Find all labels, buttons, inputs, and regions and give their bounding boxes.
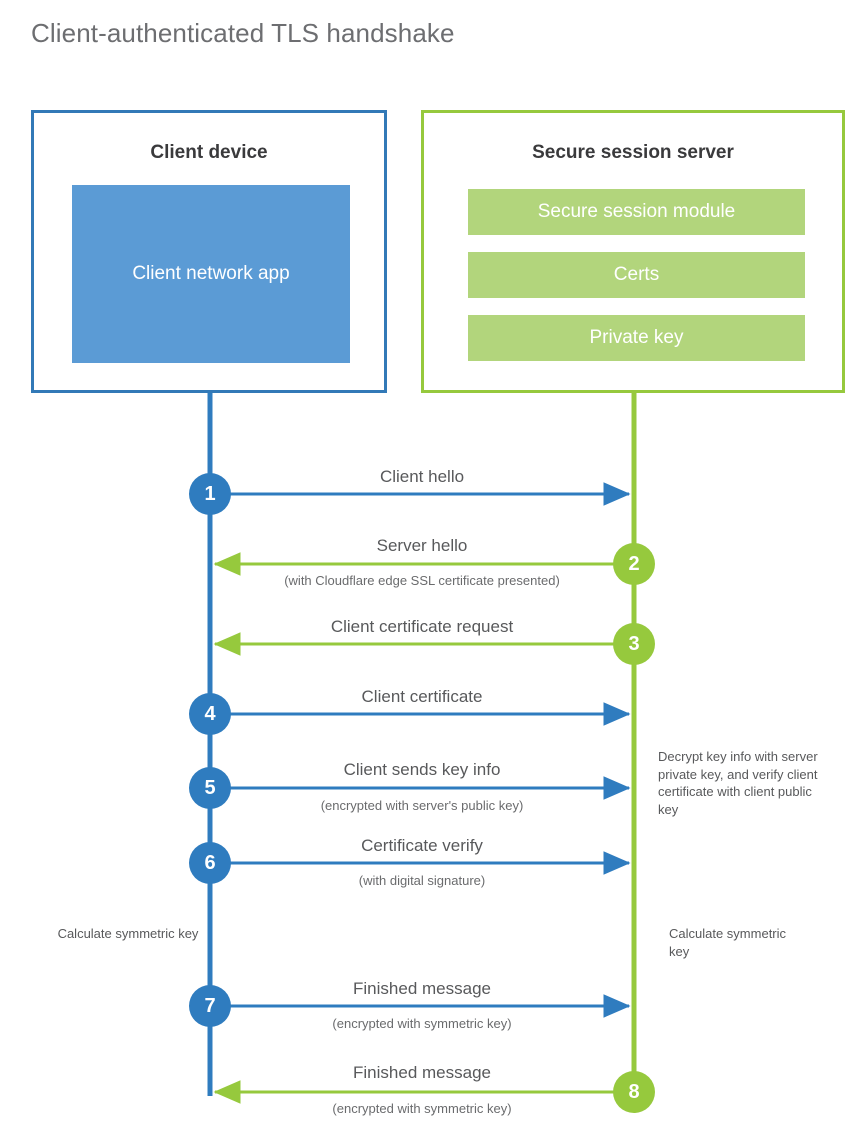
step-badge-6: 6 (189, 842, 231, 884)
step-badge-7: 7 (189, 985, 231, 1027)
certs-block: Certs (468, 252, 805, 298)
step-badge-4: 4 (189, 693, 231, 735)
step-6-label: Certificate verify (361, 836, 483, 855)
server-decrypt-annotation: Decrypt key info with server private key… (658, 749, 818, 817)
secure-session-server-title: Secure session server (532, 142, 734, 163)
step-badge-8: 8 (613, 1071, 655, 1113)
step-7-label: Finished message (353, 979, 491, 998)
step-3-label: Client certificate request (330, 617, 514, 636)
private-key-block: Private key (468, 315, 805, 361)
secure-session-server-box: Secure session server Secure session mod… (421, 110, 845, 393)
step-badge-2: 2 (613, 543, 655, 585)
step-7-sublabel: (encrypted with symmetric key) (332, 1016, 512, 1031)
step-8-sublabel: (encrypted with symmetric key) (332, 1101, 512, 1116)
client-network-app-block: Client network app (72, 185, 350, 363)
step-8-label: Finished message (353, 1063, 491, 1082)
step-badge-1: 1 (189, 473, 231, 515)
step-badge-3: 3 (613, 623, 655, 665)
server-calculate-symmetric-key-annotation: Calculate symmetric key (669, 926, 787, 959)
step-4-label: Client certificate (361, 687, 483, 706)
step-5-label: Client sends key info (343, 760, 501, 779)
step-5-sublabel: (encrypted with server's public key) (320, 798, 524, 813)
step-6-sublabel: (with digital signature) (358, 873, 486, 888)
step-badge-5: 5 (189, 767, 231, 809)
client-calculate-symmetric-key-annotation: Calculate symmetric key (57, 926, 199, 941)
step-2-label: Server hello (376, 536, 468, 555)
client-device-title: Client device (150, 142, 268, 163)
step-2-sublabel: (with Cloudflare edge SSL certificate pr… (284, 573, 560, 588)
page-title: Client-authenticated TLS handshake (31, 18, 455, 48)
client-device-box: Client device Client network app (31, 110, 387, 393)
step-1-label: Client hello (379, 467, 465, 486)
secure-session-module-block: Secure session module (468, 189, 805, 235)
